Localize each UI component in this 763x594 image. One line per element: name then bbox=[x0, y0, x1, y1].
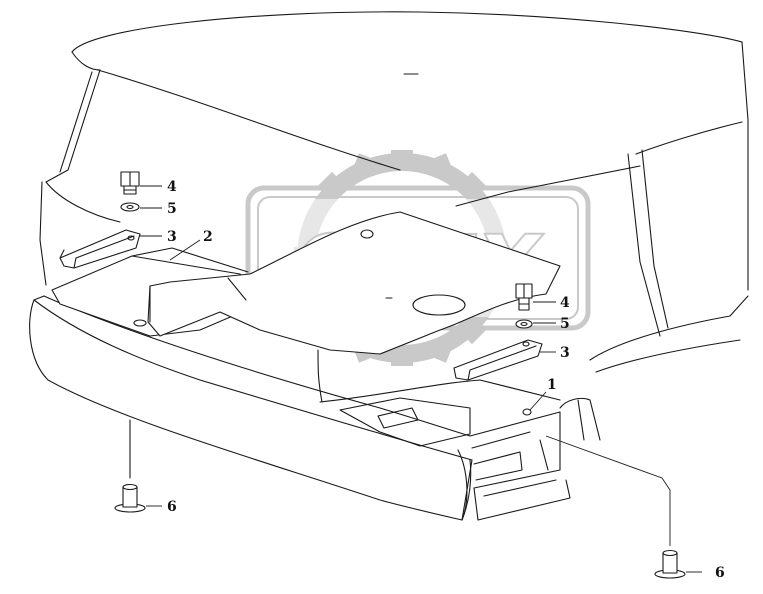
callout-4-right: 4 bbox=[560, 295, 570, 311]
callout-3-right: 3 bbox=[560, 345, 570, 361]
callout-5-right: 5 bbox=[560, 316, 570, 332]
vehicle-body bbox=[29, 11, 749, 521]
leader-lines bbox=[140, 185, 702, 573]
callout-6-left: 6 bbox=[167, 499, 177, 515]
washer-right bbox=[515, 319, 533, 329]
bolt-left bbox=[120, 171, 140, 195]
callout-labels: 4 5 3 2 4 5 3 1 6 6 bbox=[167, 179, 725, 581]
nut-left bbox=[114, 419, 146, 513]
callout-4-left: 4 bbox=[167, 179, 177, 195]
callout-3-left: 3 bbox=[167, 229, 177, 245]
washer-left bbox=[120, 202, 140, 212]
callout-1: 1 bbox=[547, 377, 557, 393]
callout-6-right: 6 bbox=[715, 565, 725, 581]
callout-5-left: 5 bbox=[167, 201, 177, 217]
callout-2: 2 bbox=[203, 229, 213, 245]
left-fastener-stack bbox=[59, 171, 141, 269]
bolt-right bbox=[515, 283, 533, 311]
right-fastener-stack bbox=[453, 283, 543, 381]
nut-right bbox=[545, 435, 686, 579]
